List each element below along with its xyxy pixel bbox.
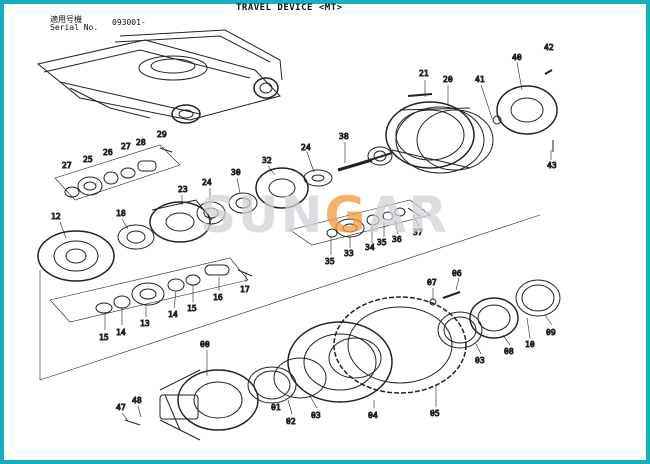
part-label: 04 <box>368 411 378 420</box>
part-label: 20 <box>443 75 453 84</box>
part-label: 14 <box>116 328 126 337</box>
part-label: 25 <box>83 155 93 164</box>
part-label: 34 <box>365 243 375 252</box>
part-label: 14 <box>168 310 178 319</box>
part-label: 37 <box>413 228 423 237</box>
lower-bearing-group <box>39 214 541 381</box>
part-label: 33 <box>344 249 354 258</box>
part-label: 47 <box>116 403 126 412</box>
leader-lines <box>59 61 553 422</box>
part-label: 05 <box>430 409 440 418</box>
part-label: 01 <box>271 403 281 412</box>
part-label: 15 <box>99 333 109 342</box>
serial-value: 093001- <box>112 18 146 27</box>
hub-housing-group <box>337 69 558 174</box>
part-label: 07 <box>427 278 437 287</box>
planetary-carrier-group <box>37 144 333 282</box>
part-label: 42 <box>544 43 554 52</box>
serial-label-jp: 適用号機 <box>50 15 82 24</box>
part-label: 36 <box>392 235 402 244</box>
track-frame-illustration <box>36 29 283 124</box>
part-label: 17 <box>240 285 250 294</box>
part-label: 13 <box>140 319 150 328</box>
part-label: 06 <box>452 269 462 278</box>
part-label: 30 <box>231 168 241 177</box>
part-label: 18 <box>116 209 126 218</box>
part-label: 27 <box>121 142 131 151</box>
part-label: 08 <box>504 347 514 356</box>
part-label: 03 <box>475 356 485 365</box>
part-label: 35 <box>325 257 335 266</box>
part-label: 15 <box>187 304 197 313</box>
part-label: 03 <box>311 411 321 420</box>
part-label: 38 <box>339 132 349 141</box>
part-label: 35 <box>377 238 387 247</box>
part-label: 23 <box>178 185 188 194</box>
part-number-labels: 42 21 20 41 40 38 43 29 26 28 27 27 25 2… <box>51 43 558 427</box>
part-label: 16 <box>213 293 223 302</box>
part-label: 09 <box>546 328 556 337</box>
part-label: 02 <box>286 417 296 426</box>
part-label: 48 <box>132 396 142 405</box>
part-label: 43 <box>547 161 557 170</box>
part-label: 29 <box>157 130 167 139</box>
part-label: 26 <box>103 148 113 157</box>
part-label: 24 <box>202 178 212 187</box>
serial-label: Serial No. <box>50 23 99 32</box>
part-label: 12 <box>51 212 61 221</box>
part-label: 00 <box>200 340 210 349</box>
part-label: 24 <box>301 143 311 152</box>
part-label: 21 <box>419 69 429 78</box>
watermark-logo: SUNGAR <box>200 186 449 244</box>
part-label: 41 <box>475 75 485 84</box>
part-label: 32 <box>262 156 272 165</box>
motor-sprocket-group <box>124 279 561 441</box>
part-label: 27 <box>62 161 72 170</box>
part-label: 28 <box>136 138 146 147</box>
part-label: 40 <box>512 53 522 62</box>
part-label: 10 <box>525 340 535 349</box>
page-title: TRAVEL DEVICE <MT> <box>236 3 343 13</box>
